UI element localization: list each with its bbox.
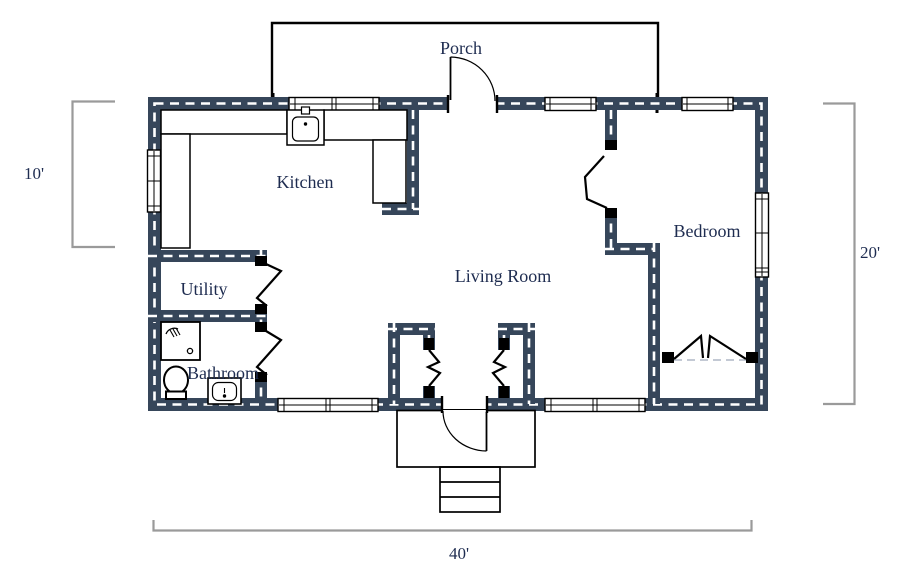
room-label-kitchen: Kitchen <box>277 172 334 192</box>
room-label-bathroom: Bathroom <box>187 363 259 383</box>
room-label-living-room: Living Room <box>455 266 552 286</box>
window-bottom-living-left <box>277 397 379 413</box>
kitchen-counter <box>160 109 408 249</box>
entry-steps <box>439 466 501 513</box>
porch-door <box>446 56 499 113</box>
dimension-bottom-bracket <box>152 520 753 532</box>
dimension-label-bottom: 40' <box>449 544 469 563</box>
toilet <box>163 365 189 400</box>
dimension-label-right: 20' <box>860 243 880 262</box>
room-label-bedroom: Bedroom <box>674 221 741 241</box>
room-label-porch: Porch <box>440 38 482 58</box>
room-label-utility: Utility <box>180 279 227 299</box>
left-closet-bifold <box>424 338 442 398</box>
kitchen-peninsula <box>372 139 407 204</box>
window-left-kitchen <box>146 149 162 213</box>
window-top-bedroom <box>681 96 734 112</box>
window-right-bedroom <box>754 192 770 278</box>
dimension-left-bracket <box>71 100 115 249</box>
window-top-living <box>544 96 597 112</box>
front-door <box>440 396 489 452</box>
bathroom-vanity <box>207 377 242 405</box>
bedroom-door <box>583 140 617 218</box>
dimension-right-bracket <box>823 102 856 406</box>
shower <box>160 321 201 361</box>
bedroom-closet-double-door <box>662 333 758 363</box>
kitchen-sink <box>286 106 325 146</box>
utility-door <box>255 256 283 314</box>
front-stoop <box>396 409 536 468</box>
bathroom-door <box>255 322 283 382</box>
right-closet-bifold <box>491 338 509 398</box>
dimension-label-left: 10' <box>24 164 44 183</box>
window-bottom-living-right <box>544 397 646 413</box>
